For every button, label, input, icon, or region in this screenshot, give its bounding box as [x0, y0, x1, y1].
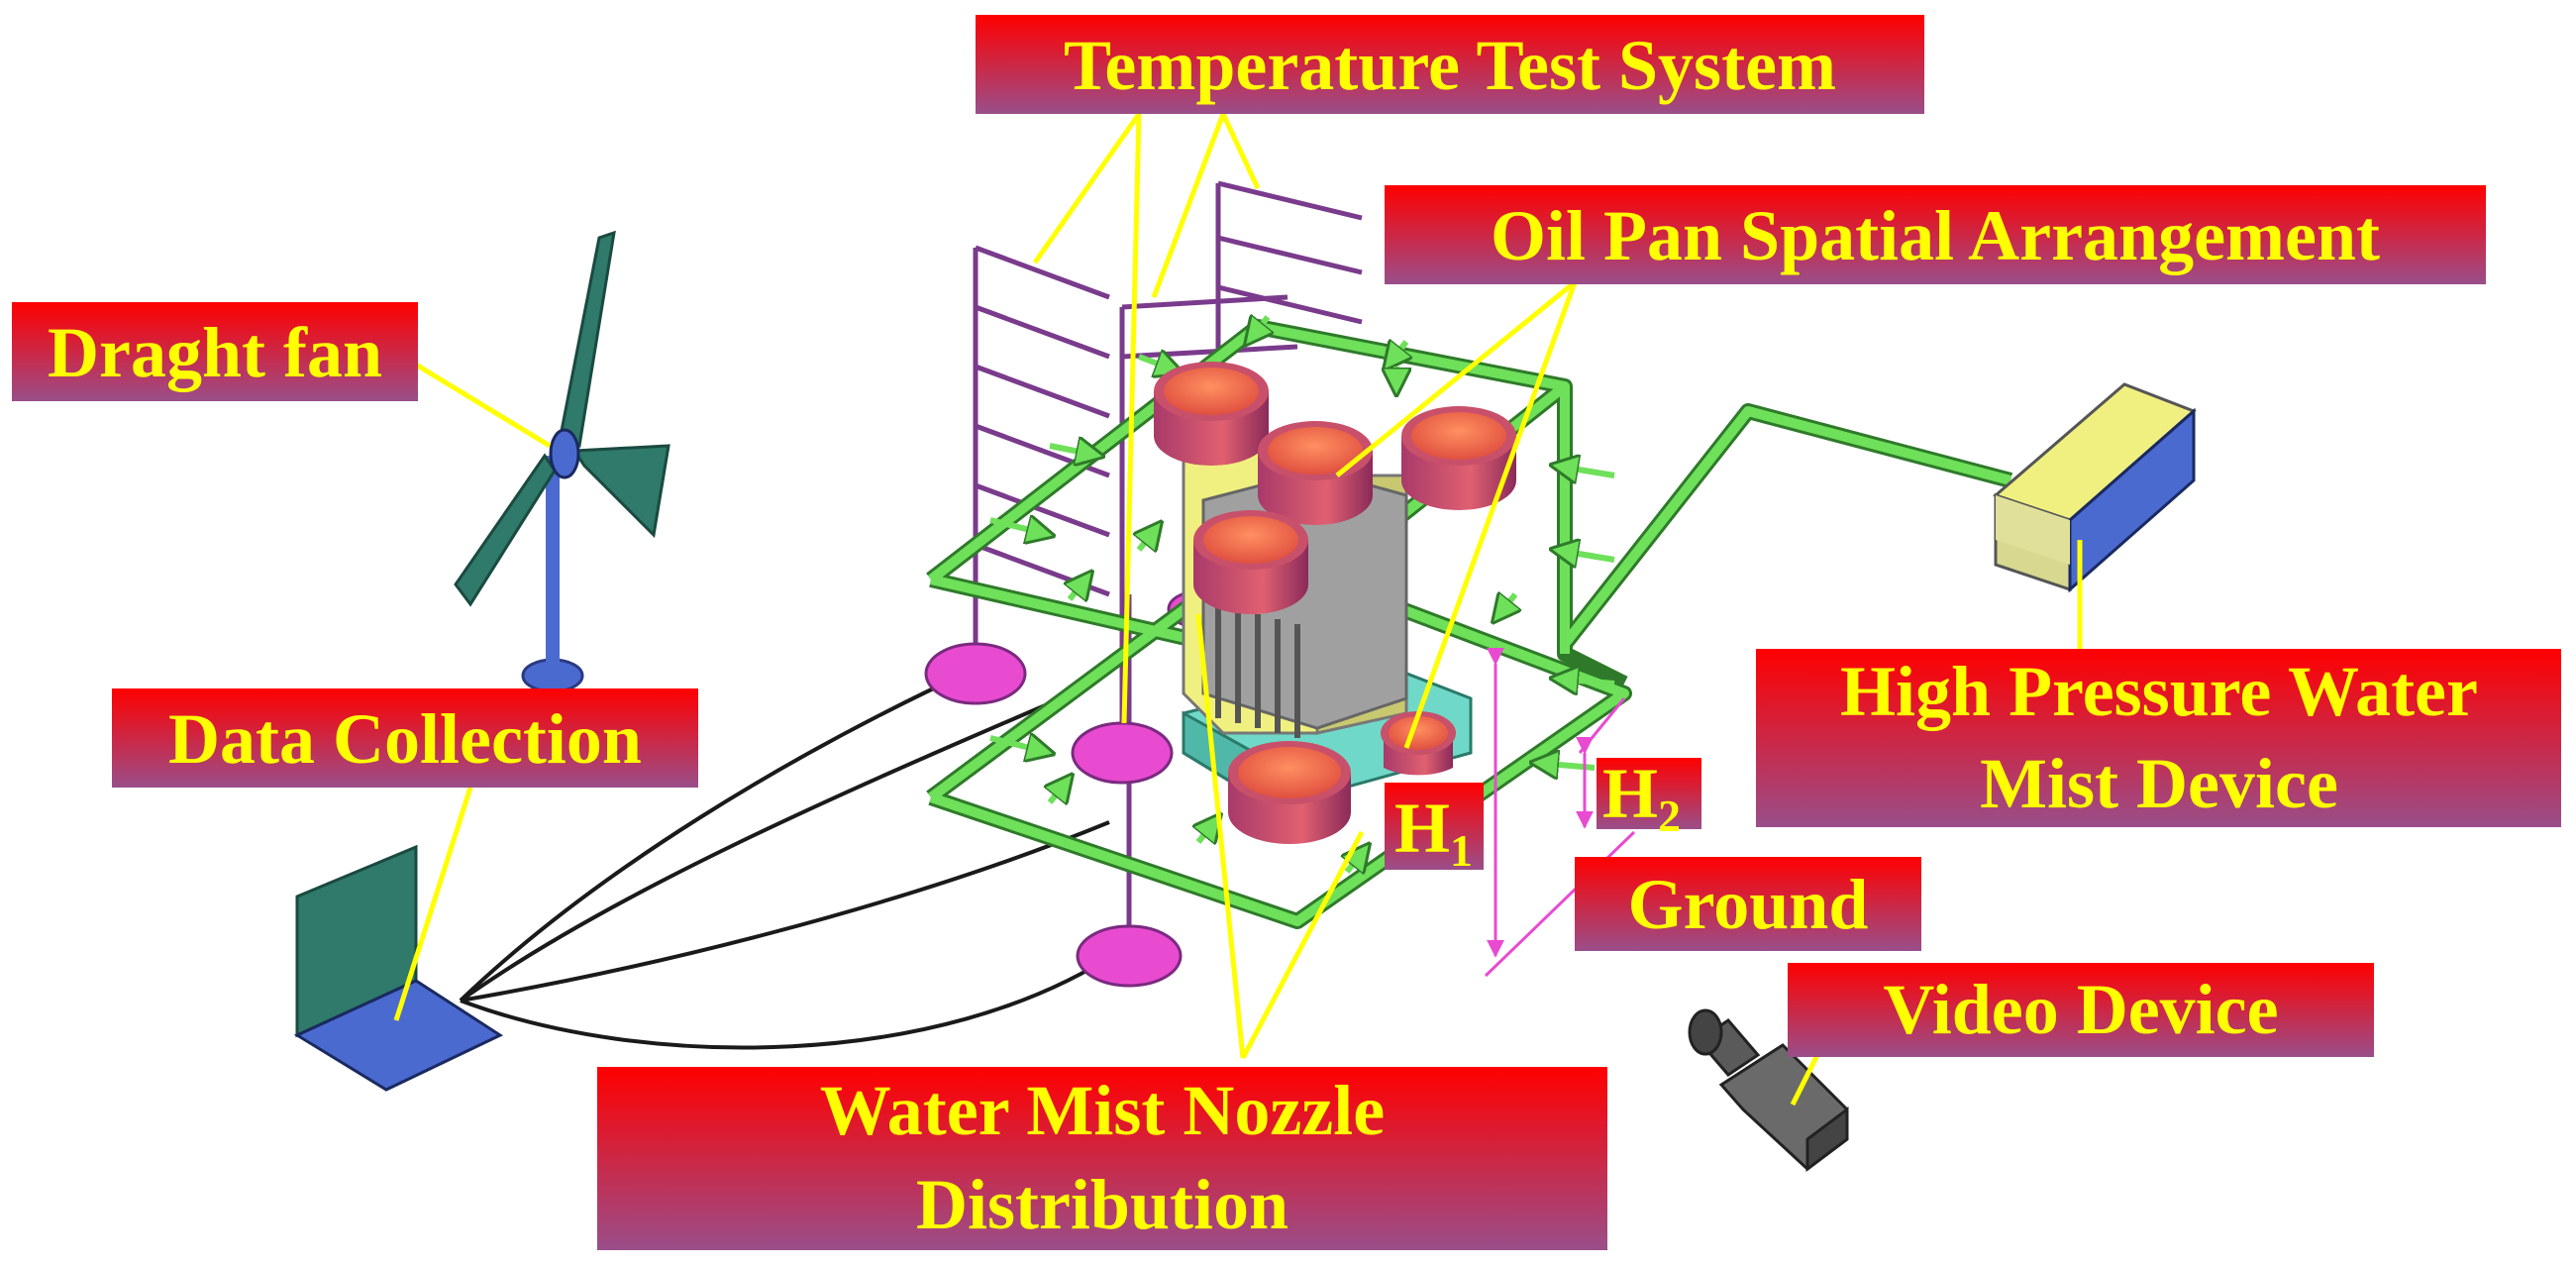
label-video-device: Video Device: [1788, 963, 2374, 1057]
draught-fan-icon: [454, 230, 670, 693]
label-ground: Ground: [1575, 857, 1921, 951]
oil-pan: [1193, 510, 1308, 614]
svg-text:High Pressure Water: High Pressure Water: [1840, 652, 2478, 731]
video-camera-icon: [1688, 1008, 1849, 1172]
oil-pan: [1154, 362, 1269, 466]
pump-box-icon: [1993, 382, 2197, 593]
label-data-collection: Data Collection: [112, 688, 698, 788]
label-draght-fan: Draght fan: [12, 302, 418, 401]
h2-label: H2: [1597, 754, 1701, 841]
svg-text:Draght fan: Draght fan: [48, 313, 382, 392]
oil-pan: [1401, 406, 1516, 510]
oil-pan-structure: [1154, 362, 1516, 844]
oil-pan: [1258, 421, 1373, 525]
svg-text:H2: H2: [1602, 754, 1681, 841]
oil-pan: [1381, 711, 1456, 776]
h1-label: H1: [1385, 783, 1484, 876]
svg-text:Oil Pan Spatial Arrangement: Oil Pan Spatial Arrangement: [1491, 196, 2380, 275]
leader-lines: [393, 112, 2083, 1107]
svg-text:Mist Device: Mist Device: [1980, 744, 2338, 823]
height-dimensions: [1484, 647, 1636, 978]
label-water-mist-nozzle-distribution: Water Mist Nozzle Distribution: [597, 1067, 1607, 1250]
svg-text:Distribution: Distribution: [916, 1165, 1288, 1244]
nozzle-arrows: [989, 317, 1615, 872]
svg-text:Data Collection: Data Collection: [168, 699, 642, 779]
svg-text:H1: H1: [1394, 789, 1473, 876]
label-oil-pan-spatial-arrangement: Oil Pan Spatial Arrangement: [1385, 185, 2486, 284]
svg-text:Water Mist Nozzle: Water Mist Nozzle: [820, 1071, 1385, 1150]
svg-text:Video Device: Video Device: [1883, 970, 2278, 1049]
data-cables: [459, 667, 1121, 1050]
laptop-icon: [293, 844, 504, 1092]
label-temperature-test-system: Temperature Test System: [976, 15, 1924, 114]
label-high-pressure-water-mist-device: High Pressure Water Mist Device: [1756, 649, 2561, 827]
water-mist-pipes-fill: [927, 322, 2012, 926]
oil-pan: [1228, 741, 1351, 844]
svg-text:Temperature Test System: Temperature Test System: [1064, 26, 1836, 105]
svg-text:Ground: Ground: [1628, 865, 1869, 944]
